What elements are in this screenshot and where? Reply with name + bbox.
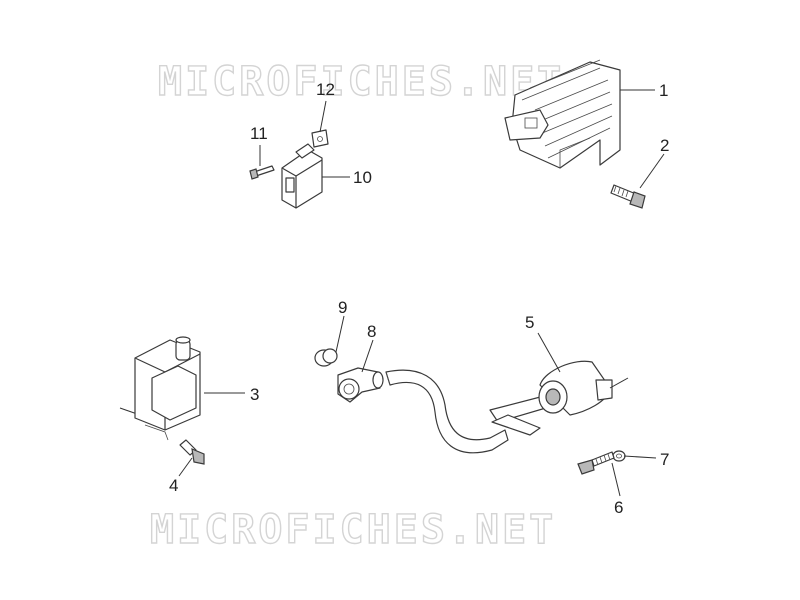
ht-lead — [385, 369, 509, 454]
part-3-ignition-coil — [119, 336, 201, 441]
callout-5: 5 — [525, 313, 534, 332]
part-6-screw — [577, 451, 615, 475]
callout-3: 3 — [250, 385, 259, 404]
part-2-bolt — [610, 184, 646, 209]
callout-1: 1 — [659, 81, 668, 100]
leader-lines — [178, 89, 665, 497]
watermark-top: MICROFICHES.NET — [158, 59, 564, 105]
watermark-bottom: MICROFICHES.NET — [150, 507, 556, 553]
part-9-ring — [314, 348, 338, 367]
part-5-coil — [489, 360, 629, 436]
callout-2: 2 — [660, 136, 669, 155]
part-10-cdi-unit — [281, 143, 323, 209]
callout-9: 9 — [338, 298, 347, 317]
callout-10: 10 — [353, 168, 372, 187]
part-12-bracket — [311, 129, 329, 148]
callout-7: 7 — [660, 450, 669, 469]
callout-4: 4 — [169, 476, 178, 495]
part-1-voltage-regulator — [504, 59, 621, 169]
part-11-screw — [249, 165, 275, 180]
part-8-spark-plug-cap — [337, 367, 384, 403]
callout-11: 11 — [250, 124, 268, 143]
callout-6: 6 — [614, 498, 623, 517]
part-4-bolt — [179, 439, 205, 465]
callout-8: 8 — [367, 322, 376, 341]
part-7-washer — [612, 450, 626, 462]
callout-12: 12 — [316, 80, 335, 99]
